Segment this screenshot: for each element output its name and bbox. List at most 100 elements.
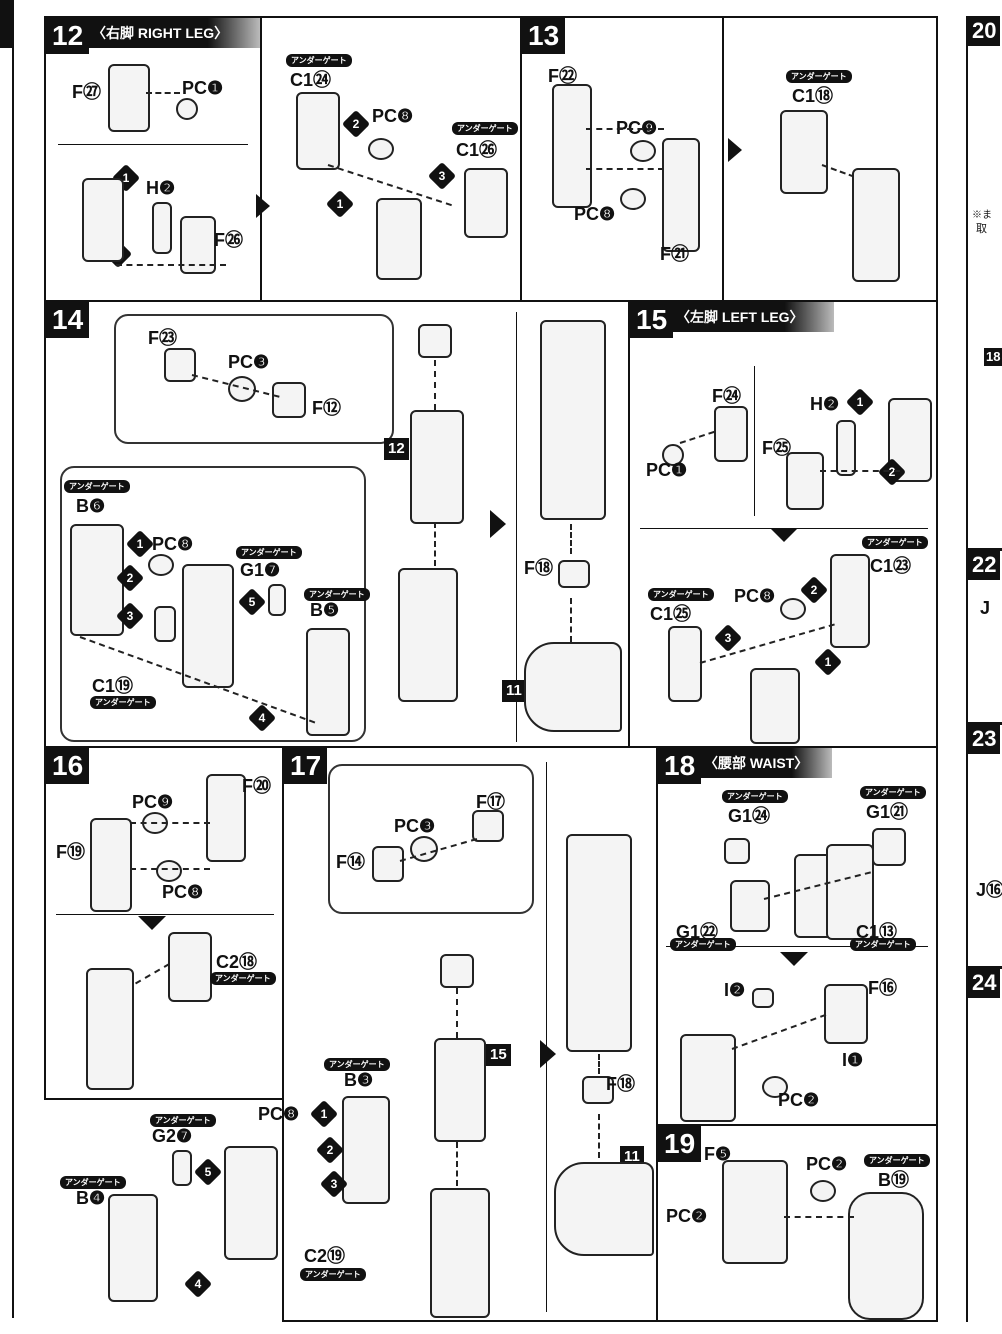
- part-label: I❷: [724, 980, 746, 1000]
- order-marker: 4: [183, 1269, 213, 1299]
- waist-armor: [826, 844, 874, 940]
- order-marker: 1: [813, 647, 843, 677]
- leg-frame-part: [376, 198, 422, 280]
- part-label: F㉗: [72, 82, 101, 102]
- part-label: F⑲: [56, 842, 85, 862]
- note-text: 取: [976, 223, 987, 235]
- part-label: F⑳: [242, 776, 271, 796]
- leg-frame-part: [852, 168, 900, 282]
- step-number: 15: [630, 302, 674, 338]
- part-label: F㉕: [762, 438, 791, 458]
- part-label: PC❽: [734, 586, 776, 606]
- assembly-arrow: [570, 598, 572, 642]
- prev-panel-border: [12, 48, 14, 1318]
- step-number: 20: [968, 16, 1001, 46]
- assembly-arrow: [434, 360, 436, 410]
- armor-part: [70, 524, 124, 636]
- step-reference: 11: [502, 680, 526, 702]
- assembly-arrow: [434, 522, 436, 566]
- step-reference: 12: [384, 438, 409, 460]
- step-number: 12: [46, 18, 90, 54]
- step-number: 16: [46, 748, 90, 784]
- panel-border: [968, 548, 1002, 551]
- part-label: C1⑲: [92, 676, 134, 696]
- part-label: F⑰: [476, 792, 505, 812]
- part-label: C1㉔: [290, 70, 332, 90]
- armor-piece: [724, 838, 750, 864]
- leg-frame-part: [410, 410, 464, 524]
- part-label: I❶: [842, 1050, 864, 1070]
- step-number: 17: [284, 748, 328, 784]
- step-title: 〈右脚 RIGHT LEG〉: [86, 18, 260, 48]
- part-label: PC❽: [574, 204, 616, 224]
- assembly-arrow: [731, 1013, 827, 1050]
- part-label: F⑯: [868, 978, 897, 998]
- polycap: [810, 1180, 836, 1202]
- joint-part: [582, 1076, 614, 1104]
- under-gate-tag: アンダーゲート: [648, 588, 714, 601]
- order-marker: 1: [309, 1099, 339, 1129]
- foot-part: [554, 1162, 654, 1256]
- step-reference: 15: [486, 1044, 511, 1066]
- next-arrow-icon: [490, 510, 506, 538]
- joint-part: [752, 988, 774, 1008]
- part-label: H❷: [146, 178, 176, 198]
- step-number: 22: [968, 550, 1001, 580]
- down-arrow-icon: [780, 952, 808, 966]
- polycap: [630, 140, 656, 162]
- leg-frame-part: [224, 1146, 278, 1260]
- polycap: [662, 444, 684, 466]
- step-12-panel: 12 〈右脚 RIGHT LEG〉 F㉗ PC❶ 1 2 H❷ F㉖ アンダーゲ…: [44, 16, 522, 302]
- armor-part: [168, 932, 212, 1002]
- armor-piece: [872, 828, 906, 866]
- polycap: [156, 860, 182, 882]
- shield-armor: [848, 1192, 924, 1320]
- part-label: C1⑬: [856, 922, 898, 942]
- part-label: PC❷: [778, 1090, 820, 1110]
- next-arrow-icon: [728, 138, 742, 162]
- down-arrow-icon: [138, 916, 166, 930]
- part-label: C2⑲: [304, 1246, 346, 1266]
- under-gate-tag: アンダーゲート: [236, 546, 302, 559]
- panel-border: [968, 722, 1002, 725]
- step-number: 23: [968, 724, 1001, 754]
- part-label: PC❽: [372, 106, 414, 126]
- part-label: B❻: [76, 496, 106, 516]
- under-gate-tag: アンダーゲート: [670, 938, 736, 951]
- under-gate-tag: アンダーゲート: [90, 696, 156, 709]
- armor-part: [296, 92, 340, 170]
- leg-frame-part: [82, 178, 124, 262]
- joint-part: [372, 846, 404, 882]
- part-label: PC❸: [394, 816, 436, 836]
- leg-frame-part: [750, 668, 800, 744]
- piston-part: [152, 202, 172, 254]
- assembly-arrow: [116, 264, 226, 266]
- under-gate-tag: アンダーゲート: [300, 1268, 366, 1281]
- leg-frame-part: [552, 84, 592, 208]
- part-label: PC❽: [258, 1104, 300, 1124]
- step-title: 〈腰部 WAIST〉: [698, 748, 832, 778]
- order-marker: 2: [341, 109, 371, 139]
- part-label: F㉒: [548, 66, 577, 86]
- left-page-edge: [0, 0, 14, 1334]
- under-gate-tag: アンダーゲート: [64, 480, 130, 493]
- sub-divider: [754, 366, 755, 516]
- armor-part: [108, 1194, 158, 1302]
- part-label: PC❸: [228, 352, 270, 372]
- armor-part: [830, 554, 870, 648]
- polycap: [410, 836, 438, 862]
- step-14-panel: 14 F㉓ PC❸ F⑫ アンダーゲート B❻ 1 PC❽ 2 3 C1⑲ アン…: [44, 300, 632, 750]
- polycap: [176, 98, 198, 120]
- part-label: F❺: [704, 1144, 732, 1164]
- part-label: PC❶: [182, 78, 224, 98]
- order-marker: 1: [845, 387, 875, 417]
- sub-divider: [516, 312, 517, 742]
- part-label: F⑫: [312, 398, 341, 418]
- step-17-panel: 17 F⑰ PC❸ F⑭ 15 アンダーゲート B❸ PC❽ 1 2 3 C2⑲…: [258, 746, 660, 1322]
- part-label: B❸: [344, 1070, 374, 1090]
- armor-part: [306, 628, 350, 736]
- step-title: 〈左脚 LEFT LEG〉: [670, 302, 834, 332]
- under-gate-tag: アンダーゲート: [864, 1154, 930, 1167]
- part-label: F⑱: [606, 1074, 635, 1094]
- leg-armor-part: [398, 568, 458, 702]
